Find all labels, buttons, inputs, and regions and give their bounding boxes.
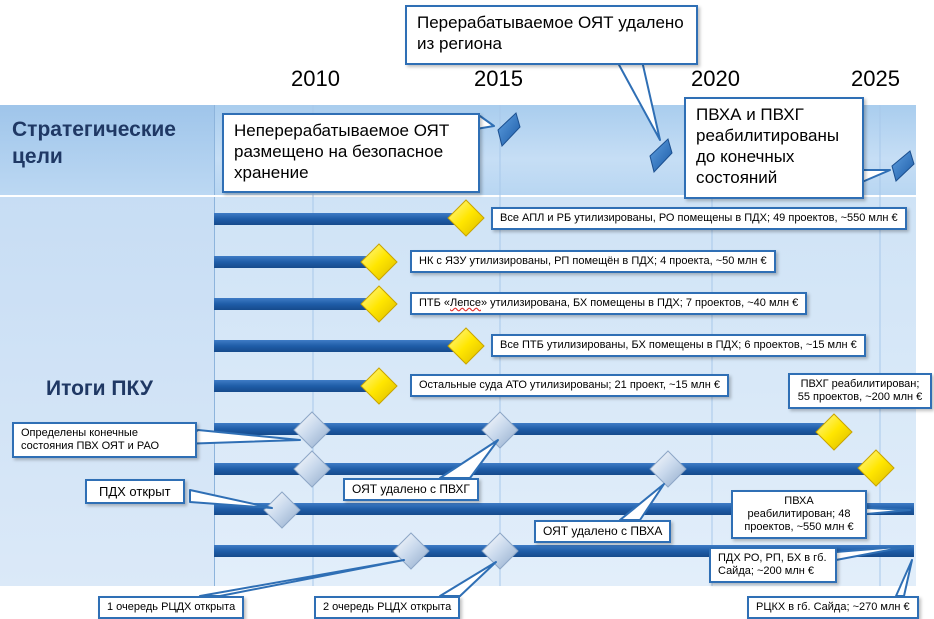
pointer-rehabilitated xyxy=(861,169,891,183)
callout-pvhg-rehabilitated: ПВХГ реабилитирован; 55 проектов, ~200 м… xyxy=(788,373,932,409)
callout-nonreprocessed-stored: Неперерабатываемое ОЯТ размещено на безо… xyxy=(222,113,480,193)
silver-diamond-2015-a xyxy=(481,411,519,449)
row-label-1: Все АПЛ и РБ утилизированы, РО помещены … xyxy=(491,207,907,230)
callout-rehabilitated: ПВХА и ПВХГ реабилитированы до конечных … xyxy=(684,97,864,199)
bar-row-1 xyxy=(214,213,466,225)
year-2015: 2015 xyxy=(474,66,523,91)
section-title-results: Итоги ПКУ xyxy=(46,377,153,400)
gold-diamond-row-2 xyxy=(360,243,398,281)
callout-rcdh-second: 2 очередь РЦДХ открыта xyxy=(314,596,461,619)
callout-reprocessed-removed: Перерабатываемое ОЯТ удалено из региона xyxy=(405,5,698,65)
pointer-rcdh-2 xyxy=(439,561,497,597)
bar-row-7 xyxy=(214,463,874,475)
strategic-milestones xyxy=(497,112,915,182)
silver-diamond-rcdh-2 xyxy=(481,532,519,570)
year-2020: 2020 xyxy=(691,66,740,91)
callout-pdh-open: ПДХ открыт xyxy=(85,479,185,504)
gold-diamond-row-3 xyxy=(360,285,398,323)
callout-pvha-rehabilitated: ПВХА реабилитирован; 48 проектов, ~550 м… xyxy=(731,490,867,539)
row-label-5: Остальные суда АТО утилизированы; 21 про… xyxy=(410,374,729,397)
gold-milestones xyxy=(360,199,895,487)
bar-row-6 xyxy=(214,423,834,435)
strategic-header-cell xyxy=(0,105,215,195)
callout-final-states: Определены конечные состояния ПВХ ОЯТ и … xyxy=(12,422,197,458)
bar-row-5 xyxy=(214,380,379,392)
gold-diamond-row-4 xyxy=(447,327,485,365)
pointer-pdh-open xyxy=(189,489,273,509)
callout-rcdh-first: 1 очередь РЦДХ открыта xyxy=(98,596,245,619)
strategic-diamond-2015 xyxy=(497,112,521,148)
silver-diamond-2010-a xyxy=(293,411,331,449)
pointer-reprocessed xyxy=(611,51,661,141)
row-label-2: НК с ЯЗУ утилизированы, РП помещён в ПДХ… xyxy=(410,250,776,273)
silver-diamond-pdh xyxy=(263,491,301,529)
year-2010: 2010 xyxy=(291,66,340,91)
gold-diamond-row-7 xyxy=(857,449,895,487)
bar-row-3 xyxy=(214,298,379,310)
section-title-strategic: Стратегические цели xyxy=(12,118,176,168)
gold-diamond-row-5 xyxy=(360,367,398,405)
callout-oyat-pvhg: ОЯТ удалено с ПВХГ xyxy=(343,478,479,501)
gold-diamond-row-6 xyxy=(815,413,853,451)
row-label-3-post: » утилизирована, БХ помещены в ПДХ; 7 пр… xyxy=(480,297,799,309)
silver-diamond-rcdh-1 xyxy=(392,532,430,570)
result-bars xyxy=(214,213,914,557)
callout-pointers xyxy=(179,51,913,597)
silver-diamond-2010-b xyxy=(293,450,331,488)
band-separator xyxy=(0,195,916,197)
callout-rckh-saida: РЦКХ в гб. Сайда; ~270 млн € xyxy=(747,596,919,619)
strategic-diamond-2020 xyxy=(649,138,673,174)
row-label-3-pre: ПТБ « xyxy=(419,297,451,309)
row-label-3: ПТБ «Лепсе» утилизирована, БХ помещены в… xyxy=(410,292,808,315)
row-label-4: Все ПТБ утилизированы, БХ помещены в ПДХ… xyxy=(491,334,866,357)
gold-diamond-row-1 xyxy=(447,199,485,237)
strategic-diamond-2025 xyxy=(891,150,915,182)
callout-oyat-pvha: ОЯТ удалено с ПВХА xyxy=(534,520,672,543)
row-label-3-name: Лепсе xyxy=(450,297,481,309)
silver-diamond-2019 xyxy=(649,450,687,488)
callout-pdh-saida: ПДХ РО, РП, БХ в гб. Сайда; ~200 млн € xyxy=(709,547,837,583)
pointer-rcdh-1 xyxy=(199,559,405,597)
bar-row-2 xyxy=(214,256,379,268)
year-2025: 2025 xyxy=(851,66,900,91)
bar-row-4 xyxy=(214,340,466,352)
pointer-rckh-saida xyxy=(895,559,913,597)
